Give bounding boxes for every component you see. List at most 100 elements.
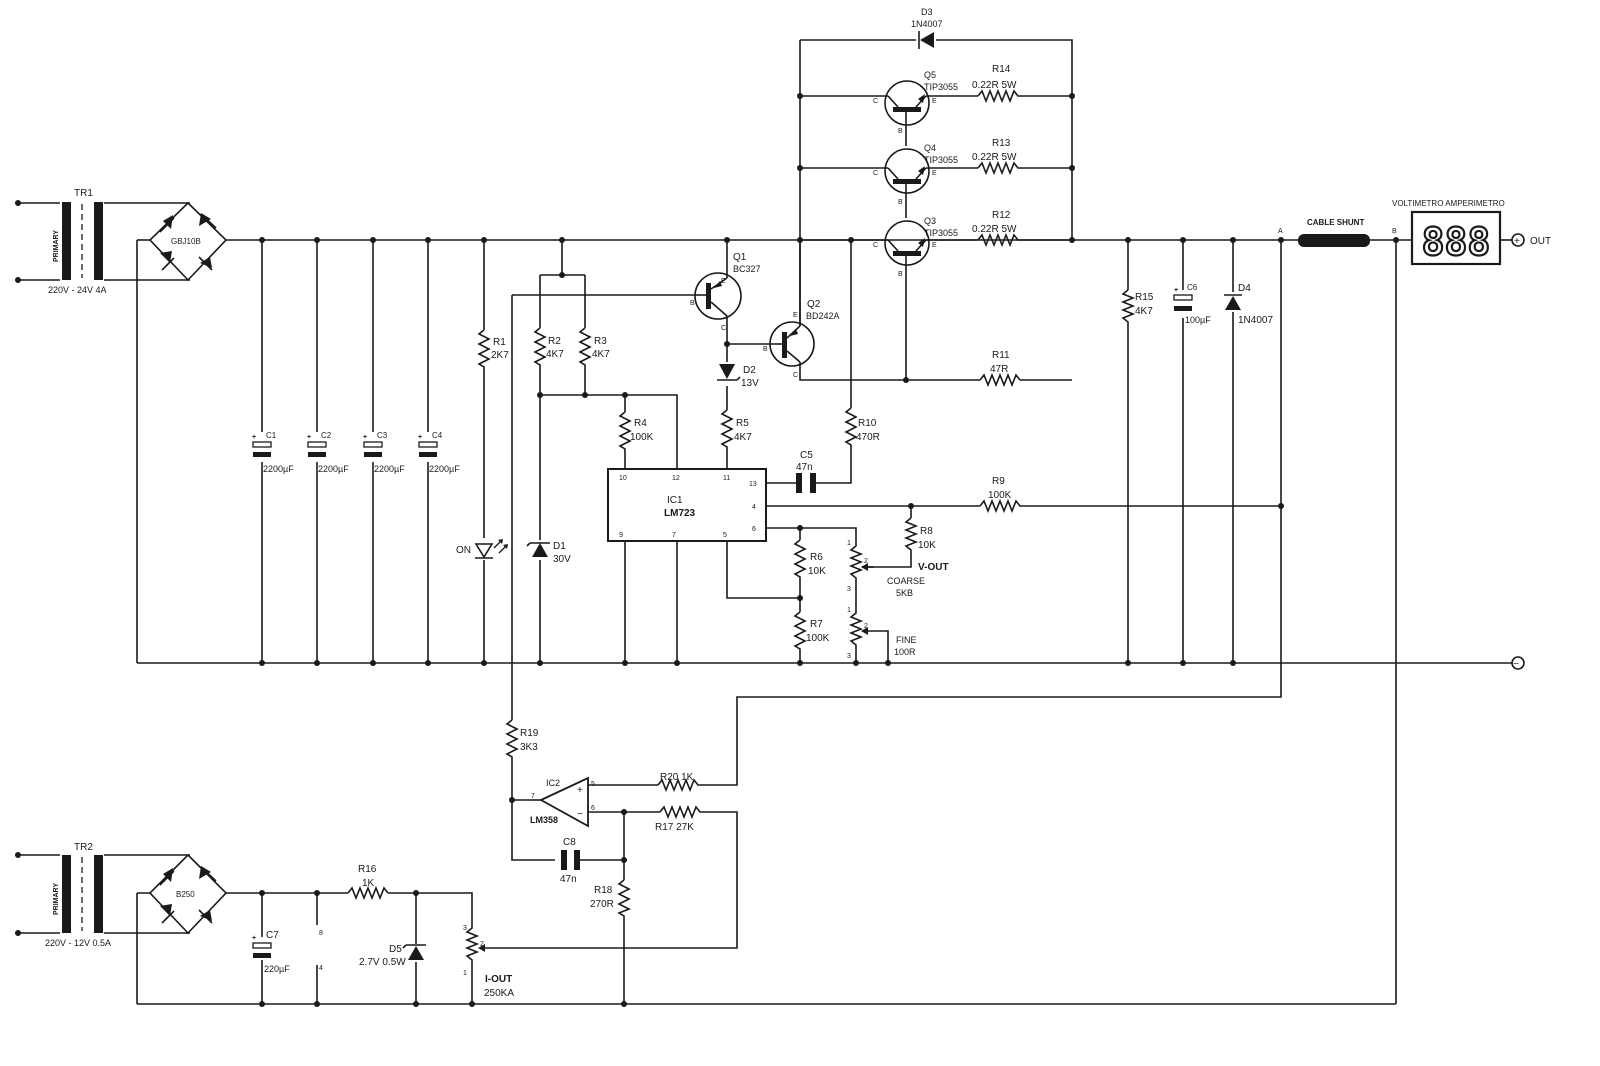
ic1-type: LM723 <box>664 508 696 519</box>
svg-text:E: E <box>932 98 937 105</box>
c1-ref: C1 <box>266 431 277 440</box>
svg-text:B: B <box>898 128 903 135</box>
ic2-ref: IC2 <box>546 778 560 788</box>
c8-ref: C8 <box>563 837 576 848</box>
led-label: ON <box>456 545 471 556</box>
out-minus-symbol: − <box>1513 659 1519 670</box>
r4-value: 100K <box>630 432 654 443</box>
br1-label: GBJ10B <box>171 237 201 246</box>
r2-value: 4K7 <box>546 349 564 360</box>
resistor-r6: R6 10K <box>793 539 826 582</box>
zener-d5: D5 2.7V 0.5W <box>359 944 426 968</box>
out-plus-symbol: + <box>1514 236 1520 247</box>
resistor-r10: R10 470R <box>844 407 880 448</box>
resistor-r3: R3 4K7 <box>578 327 610 368</box>
r20-ref: R20 1K <box>660 772 694 783</box>
ic2-type: LM358 <box>530 815 558 825</box>
r5-ref: R5 <box>736 418 749 429</box>
r3-ref: R3 <box>594 336 607 347</box>
shunt-a: A <box>1278 228 1283 235</box>
c3-ref: C3 <box>377 431 388 440</box>
r1-ref: R1 <box>493 337 506 348</box>
r19-value: 3K3 <box>520 742 538 753</box>
resistor-r17: R17 27K <box>655 804 702 833</box>
c1-value: 2200µF <box>263 464 294 474</box>
r19-ref: R19 <box>520 728 539 739</box>
junction-dots <box>15 93 1399 1007</box>
r16-value: 1K <box>362 878 375 889</box>
r8-value: 10K <box>918 540 936 551</box>
resistor-r7: R7 100K <box>793 611 830 652</box>
r8-ref: R8 <box>920 526 933 537</box>
ic1-lm723: IC1 LM723 10 12 11 13 4 6 9 7 5 <box>607 468 767 542</box>
svg-text:1: 1 <box>847 540 851 547</box>
output-positive: + OUT <box>1511 233 1551 247</box>
svg-text:C: C <box>721 325 726 332</box>
resistor-r12: R12 0.22R 5W <box>972 210 1022 248</box>
ic1-pin-9: 9 <box>619 532 623 539</box>
c7-value: 220µF <box>264 964 290 974</box>
transformer-tr1: PRIMARY TR1 220V - 24V 4A <box>48 188 107 295</box>
c4-ref: C4 <box>432 431 443 440</box>
svg-text:2: 2 <box>480 941 484 948</box>
pot-fine[interactable]: 1 2 3 FINE 100R <box>847 605 917 660</box>
ic2-minus: − <box>577 809 583 820</box>
r13-value: 0.22R 5W <box>972 152 1017 163</box>
transistor-q1: E C B Q1 BC327 <box>690 252 761 332</box>
q1-type: BC327 <box>733 264 761 274</box>
svg-text:C: C <box>873 98 878 105</box>
svg-text:E: E <box>932 170 937 177</box>
pot-iout[interactable]: 3 2 1 I-OUT 250KA <box>463 920 514 999</box>
zener-d1: D1 30V <box>526 541 571 565</box>
resistor-r14: R14 0.22R 5W <box>972 64 1022 104</box>
r5-value: 4K7 <box>734 432 752 443</box>
fine-value: 100R <box>894 647 916 657</box>
resistor-r9: R9 100K <box>979 476 1022 514</box>
r6-value: 10K <box>808 566 826 577</box>
r18-ref: R18 <box>594 885 613 896</box>
svg-text:+: + <box>363 434 367 441</box>
r6-ref: R6 <box>810 552 823 563</box>
d3-value: 1N4007 <box>911 19 943 29</box>
transistor-q3: C E B Q3 TIP3055 <box>873 216 958 278</box>
diode-d3: D3 1N4007 <box>911 7 943 49</box>
shunt-label: CABLE SHUNT <box>1307 218 1364 227</box>
capacitor-c1: + C1 2200µF <box>252 431 294 474</box>
r15-value: 4K7 <box>1135 306 1153 317</box>
r13-ref: R13 <box>992 138 1011 149</box>
c8-value: 47n <box>560 874 577 885</box>
svg-text:B: B <box>898 271 903 278</box>
svg-text:1: 1 <box>463 970 467 977</box>
r10-ref: R10 <box>858 418 877 429</box>
coarse-name: COARSE <box>887 576 925 586</box>
svg-text:3: 3 <box>847 586 851 593</box>
c4-value: 2200µF <box>429 464 460 474</box>
ic1-pin-13: 13 <box>749 481 757 488</box>
out-label: OUT <box>1530 236 1551 247</box>
r9-ref: R9 <box>992 476 1005 487</box>
pot-coarse[interactable]: 1 2 3 COARSE 5KB <box>847 538 925 598</box>
iout-value: 250KA <box>484 988 514 999</box>
ic1-pin-6: 6 <box>752 526 756 533</box>
r3-value: 4K7 <box>592 349 610 360</box>
transistor-q5: C E B Q5 TIP3055 <box>873 70 958 135</box>
svg-text:+: + <box>418 434 422 441</box>
led-on: ON <box>456 539 508 559</box>
ic1-pin-7: 7 <box>672 532 676 539</box>
bridge-rectifier-br1: GBJ10B <box>148 201 228 282</box>
resistor-r2: R2 4K7 <box>533 327 564 368</box>
c6-value: 100µF <box>1185 315 1211 325</box>
tr1-rating: 220V - 24V 4A <box>48 285 107 295</box>
q5-type: TIP3055 <box>924 82 958 92</box>
d2-ref: D2 <box>743 365 756 376</box>
resistor-r11: R11 47R <box>979 350 1021 388</box>
q4-ref: Q4 <box>924 143 936 153</box>
ic1-pin-11: 11 <box>723 475 730 482</box>
r4-ref: R4 <box>634 418 647 429</box>
c7-ref: C7 <box>266 930 279 941</box>
meter-display: 888 <box>1422 220 1491 264</box>
resistor-r15: R15 4K7 <box>1120 289 1154 326</box>
r7-value: 100K <box>806 633 830 644</box>
svg-text:2: 2 <box>864 558 868 565</box>
